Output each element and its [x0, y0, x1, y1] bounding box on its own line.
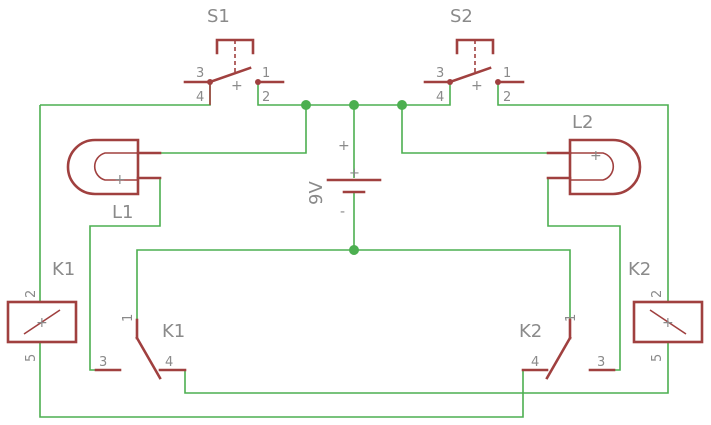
l1-label: L1 — [112, 202, 133, 223]
battery-minus: - — [340, 204, 345, 220]
battery-plus-small: + — [349, 166, 360, 181]
wire-k1-contact4-to-k2-coil — [184, 342, 669, 394]
wire-negative-bus — [136, 249, 571, 320]
wire-junction-to-l2 — [401, 105, 570, 154]
s2-pin-2: 2 — [503, 90, 511, 105]
s2-pin-4: 4 — [436, 90, 444, 105]
s1-pin-4: 4 — [196, 90, 204, 105]
switch-s1[interactable]: + S1 3 4 1 2 — [183, 6, 285, 105]
lamp-l2[interactable]: + L2 — [546, 112, 642, 196]
l1-filament — [93, 152, 138, 181]
switch-s2[interactable]: + S2 3 4 1 2 — [423, 6, 525, 105]
k1-coil-body — [6, 300, 78, 344]
s2-pad — [495, 79, 501, 85]
l2-label: L2 — [572, 112, 593, 133]
k2-contact-arm — [545, 336, 572, 380]
k2-coil-label: K2 — [628, 259, 651, 280]
wire-top-right — [497, 82, 669, 302]
junction-dot — [349, 100, 359, 110]
junction-dot — [301, 100, 311, 110]
s1-label: S1 — [207, 6, 230, 27]
k1-contact-pin-3: 3 — [99, 355, 107, 370]
s2-pin-3: 3 — [436, 66, 444, 81]
k2-contact-label: K2 — [519, 321, 542, 342]
l1-leads — [136, 151, 162, 180]
relay-contact-k1[interactable]: K1 1 3 4 — [94, 314, 187, 380]
battery-label: 9V — [306, 181, 327, 205]
k2-contact-pin-3: 3 — [597, 355, 605, 370]
k1-coil-label: K1 — [52, 259, 75, 280]
l2-bulb-outline — [568, 138, 642, 196]
l2-filament — [570, 152, 615, 181]
s1-plus-mark: + — [231, 78, 243, 94]
k1-coil-plus: + — [36, 315, 48, 331]
l2-leads — [546, 151, 572, 180]
k1-contact-pin-4: 4 — [165, 355, 173, 370]
s1-blade — [208, 66, 252, 84]
wire-s1-to-rail — [257, 82, 402, 106]
wire-l2-to-k2-contact3 — [547, 178, 621, 371]
s1-pad — [207, 79, 213, 85]
k1-coil-diagonal — [23, 309, 61, 335]
battery-plus: + — [338, 138, 350, 154]
wires — [39, 82, 669, 418]
relay-coil-k1[interactable]: + K1 2 5 — [6, 259, 78, 362]
junction-dot — [349, 245, 359, 255]
l1-bulb-outline — [66, 138, 140, 196]
wire-rail-to-s2 — [402, 82, 451, 106]
k2-contact-pin-1: 1 — [564, 314, 579, 322]
junction-dot — [397, 100, 407, 110]
s1-pin-2: 2 — [262, 90, 270, 105]
k1-coil-pin-5: 5 — [24, 354, 39, 362]
lamp-l1[interactable]: + L1 — [66, 138, 162, 223]
relay-coil-k2[interactable]: + K2 2 5 — [628, 259, 704, 362]
s1-pin-3: 3 — [196, 66, 204, 81]
l1-plus-mark: + — [114, 172, 126, 188]
relay-contact-k2[interactable]: K2 1 3 4 — [519, 314, 616, 380]
k2-contact-pin-4: 4 — [531, 355, 539, 370]
k2-coil-plus: + — [662, 315, 674, 331]
s2-label: S2 — [450, 6, 473, 27]
k2-coil-pin-2: 2 — [650, 290, 665, 298]
battery-9v[interactable]: + - + 9V — [306, 138, 382, 220]
k2-coil-body — [632, 300, 704, 344]
s1-pad — [255, 79, 261, 85]
k1-contact-pin-1: 1 — [121, 314, 136, 322]
wire-k1-coil-to-k2-contact4 — [39, 342, 524, 418]
l2-plus-mark: + — [590, 148, 602, 164]
s1-pin-1: 1 — [262, 66, 270, 81]
s2-pin-1: 1 — [503, 66, 511, 81]
k2-coil-pin-5: 5 — [650, 354, 665, 362]
k1-contact-label: K1 — [162, 321, 185, 342]
s2-blade — [448, 66, 492, 84]
wire-junction-to-l1 — [138, 105, 307, 154]
s2-pad — [447, 79, 453, 85]
k1-contact-arm — [135, 336, 162, 380]
k1-coil-pin-2: 2 — [24, 290, 39, 298]
wire-top-left — [40, 82, 211, 106]
s2-plus-mark: + — [471, 78, 483, 94]
k2-coil-diagonal — [649, 309, 687, 335]
